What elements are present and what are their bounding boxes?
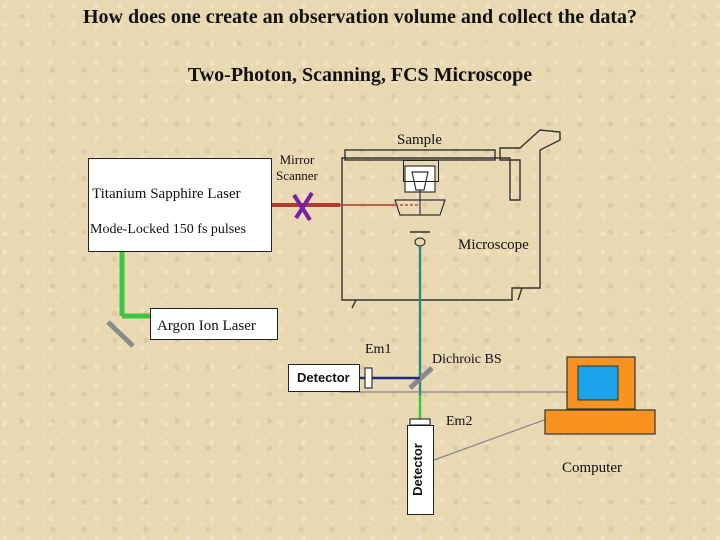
detector1-box bbox=[288, 364, 360, 392]
argon-laser-box bbox=[150, 308, 278, 340]
mirror-scanner-mark bbox=[294, 191, 314, 220]
slide-title: How does one create an observation volum… bbox=[82, 6, 638, 28]
objective-lens bbox=[411, 171, 429, 191]
em2-label: Em2 bbox=[446, 414, 473, 429]
argon-mirror bbox=[106, 320, 135, 348]
mode-locked-label: Mode-Locked 150 fs pulses bbox=[90, 222, 246, 237]
em1-filter bbox=[364, 367, 373, 389]
ti-sapphire-label: Titanium Sapphire Laser bbox=[92, 186, 241, 202]
objective-lens bbox=[394, 199, 446, 216]
em1-label: Em1 bbox=[365, 342, 392, 357]
mirror-scanner-label: Mirror Scanner bbox=[276, 152, 318, 183]
tube-lens bbox=[414, 237, 426, 247]
dichroic-label: Dichroic BS bbox=[432, 352, 502, 367]
sample-label: Sample bbox=[397, 132, 442, 148]
microscope-outline bbox=[341, 129, 561, 301]
computer-screen bbox=[577, 365, 619, 401]
microscope-label: Microscope bbox=[458, 237, 529, 253]
microscope-foot bbox=[517, 287, 523, 301]
detector1-label: Detector bbox=[297, 370, 350, 385]
detector2-box bbox=[407, 425, 434, 515]
microscope-foot bbox=[351, 299, 357, 309]
dichroic-beam-splitter bbox=[408, 366, 434, 390]
cable-detector2 bbox=[433, 411, 567, 461]
computer-label: Computer bbox=[562, 460, 622, 476]
slide-subtitle: Two-Photon, Scanning, FCS Microscope bbox=[187, 64, 533, 86]
detector2-label: Detector bbox=[409, 443, 425, 496]
argon-laser-label: Argon Ion Laser bbox=[157, 318, 256, 334]
sample-holder bbox=[403, 160, 439, 182]
computer-base bbox=[544, 409, 656, 435]
ti-sapphire-laser-box bbox=[88, 158, 272, 252]
objective-housing bbox=[404, 165, 436, 193]
